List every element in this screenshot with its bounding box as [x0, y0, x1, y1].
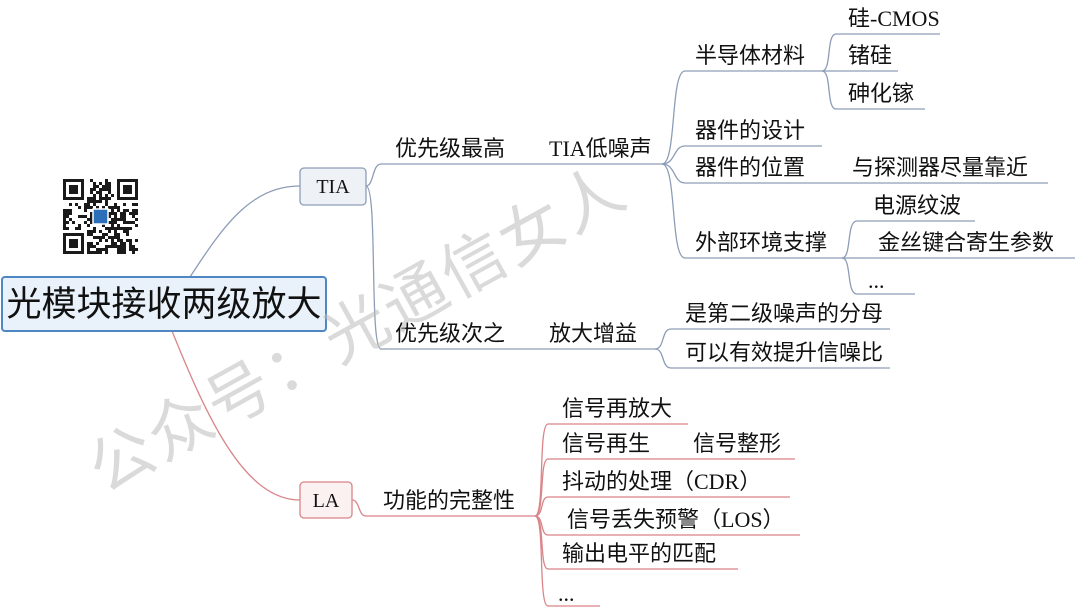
connector-to-noise-denominator	[654, 328, 672, 350]
topic-tia-low-noise: TIA低噪声	[535, 136, 662, 165]
topic-wire-bond-parasitics-label: 金丝键合寄生参数	[878, 230, 1054, 255]
connector-to-semiconductor	[661, 70, 686, 165]
topic-tia-low-noise-label: TIA低噪声	[549, 136, 652, 161]
root-topic-box	[1, 276, 327, 332]
branch-la-box	[299, 481, 353, 519]
connector-tia-highest-priority	[365, 163, 382, 187]
qr-modules	[63, 179, 138, 254]
connector-to-improve-snr	[654, 348, 672, 369]
topic-sige: 锗硅	[836, 43, 898, 72]
topic-improve-snr: 可以有效提升信噪比	[671, 340, 890, 369]
topic-highest-priority-label: 优先级最高	[395, 136, 505, 161]
qr-logo-icon	[92, 208, 109, 225]
topic-signal-regeneration: 信号再生	[548, 431, 680, 460]
topic-more-external-label: ...	[868, 268, 885, 293]
topic-output-level-match-label: 输出电平的匹配	[562, 541, 716, 566]
connector-to-si-cmos	[821, 33, 837, 72]
branch-tia-label: TIA	[316, 176, 350, 198]
topic-noise-denominator-label: 是第二级噪声的分母	[685, 301, 883, 326]
topic-device-position: 器件的位置	[685, 155, 822, 184]
connector-to-gaas	[821, 70, 837, 110]
connector-to-regeneration	[534, 458, 549, 517]
branch-tia: TIA	[299, 167, 367, 206]
branch-la-connectors	[171, 330, 549, 607]
connector-to-external-support	[661, 163, 686, 259]
connector-to-power-ripple	[841, 220, 858, 259]
topic-noise-denominator: 是第二级噪声的分母	[671, 301, 890, 330]
topic-los-alarm-label: 信号丢失预警（LOS）	[567, 507, 785, 532]
topic-si-cmos-label: 硅-CMOS	[848, 6, 940, 31]
root-topic-label: 光模块接收两级放大	[6, 285, 321, 324]
topic-signal-reamplify-label: 信号再放大	[562, 396, 672, 421]
branch-tia-connectors	[189, 33, 858, 369]
topic-si-cmos: 硅-CMOS	[836, 6, 940, 35]
connector-to-more-external	[841, 257, 858, 295]
topic-more-la-label: ...	[558, 581, 575, 606]
topic-function-integrity: 功能的完整性	[366, 488, 535, 517]
topic-wire-bond-parasitics: 金丝键合寄生参数	[857, 230, 1075, 259]
topic-signal-regeneration-label: 信号再生	[562, 431, 650, 456]
topic-external-support: 外部环境支撑	[685, 230, 842, 259]
topic-semiconductor-material-label: 半导体材料	[695, 43, 805, 68]
topic-amplification-gain-label: 放大增益	[549, 321, 637, 346]
branch-la: LA	[299, 481, 353, 519]
connector-to-device-position	[661, 163, 686, 184]
topic-los-alarm: 信号丢失预警（LOS）	[548, 507, 800, 536]
topic-jitter-cdr: 抖动的处理（CDR）	[548, 469, 790, 498]
topic-function-integrity-label: 功能的完整性	[383, 488, 515, 513]
connector-to-jitter-cdr	[534, 496, 549, 517]
connector-root-la	[171, 330, 301, 501]
topic-output-level-match: 输出电平的匹配	[548, 541, 738, 570]
topic-highest-priority: 优先级最高	[381, 136, 535, 165]
connector-tia-second-priority	[365, 185, 382, 350]
topic-gaas-label: 砷化镓	[848, 81, 914, 106]
topic-device-design-label: 器件的设计	[695, 118, 805, 143]
topic-external-support-label: 外部环境支撑	[695, 230, 827, 255]
topic-close-to-detector: 与探测器尽量靠近	[822, 155, 1048, 184]
branch-tia-box	[299, 167, 367, 206]
topic-signal-reamplify: 信号再放大	[548, 396, 688, 425]
topic-signal-reshape: 信号整形	[680, 431, 795, 460]
topic-more-la: ...	[548, 581, 600, 607]
topic-improve-snr-label: 可以有效提升信噪比	[685, 340, 883, 365]
connector-la-function	[351, 499, 367, 517]
topic-more-external: ...	[857, 268, 915, 295]
topic-gaas: 砷化镓	[836, 81, 925, 110]
branch-la-label: LA	[313, 490, 340, 512]
topic-sige-label: 锗硅	[848, 43, 892, 68]
root-topic: 光模块接收两级放大	[1, 276, 327, 332]
topic-amplification-gain: 放大增益	[535, 321, 655, 350]
topic-signal-reshape-label: 信号整形	[693, 431, 781, 456]
topic-power-ripple-label: 电源纹波	[873, 193, 961, 218]
topic-device-position-label: 器件的位置	[695, 155, 805, 180]
connector-to-device-design	[661, 145, 686, 165]
topic-second-priority: 优先级次之	[381, 321, 535, 350]
topic-power-ripple: 电源纹波	[857, 193, 975, 222]
topic-jitter-cdr-label: 抖动的处理（CDR）	[562, 469, 761, 494]
topic-device-design: 器件的设计	[685, 118, 822, 147]
topic-second-priority-label: 优先级次之	[395, 321, 505, 346]
qr-code	[61, 177, 140, 256]
topic-close-to-detector-label: 与探测器尽量靠近	[852, 155, 1028, 180]
connector-to-more-la	[534, 515, 549, 607]
topic-semiconductor-material: 半导体材料	[685, 43, 822, 72]
connector-root-tia	[189, 185, 301, 278]
connector-to-reamplify	[534, 423, 549, 517]
